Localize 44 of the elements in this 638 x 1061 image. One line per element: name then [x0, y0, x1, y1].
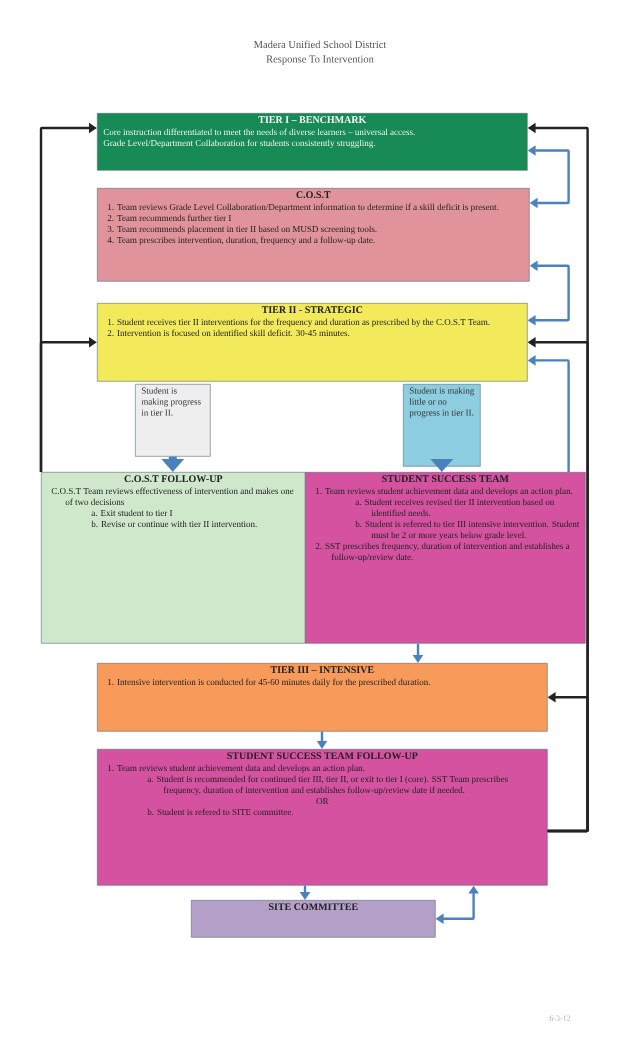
list-item: 1. Team reviews Grade Level Collaboration/Department information to determine if a skill deficit is present. [108, 203, 499, 212]
box-heading: TIER III – INTENSIVE [270, 666, 374, 674]
list-item: 1. Team reviews student achievement data and develops an action plan. [316, 487, 573, 496]
callout-box [403, 384, 481, 467]
body-text: OR [316, 797, 329, 805]
tier-box [97, 663, 548, 732]
tier-box [97, 303, 528, 382]
box-heading: STUDENT SUCCESS TEAM FOLLOW-UP [227, 752, 418, 760]
list-item: 1. Student receives tier II interventions for the frequency and duration as prescribed by the C.O.S.T Team. [108, 318, 490, 327]
body-text: Student is making progress in tier II. [141, 387, 201, 416]
list-item: 2. SST prescribes frequency, duration of intervention and establishes a follow-up/review date. [315, 542, 570, 562]
committee-box [191, 900, 436, 938]
list-item: 1. Intensive intervention is conducted for 45-60 minutes daily for the prescribed duration. [108, 678, 430, 687]
list-item: 2. Intervention is focused on identified skill deficit. 30-45 minutes. [107, 329, 350, 337]
list-item: a. Exit student to tier I [91, 509, 173, 517]
arrow [547, 692, 589, 833]
team-box [97, 188, 530, 282]
body-text: Grade Level/Department Collaboration for students consistently struggling. [103, 139, 375, 148]
body-text: Core instruction differentiated to meet the needs of diverse learners – universal access. [103, 128, 415, 136]
list-item: 3. Team recommends placement in tier II based on MUSD screening tools. [107, 225, 377, 234]
list-item: b. Student is refered to SITE committee. [147, 808, 293, 816]
box-heading: TIER I – BENCHMARK [258, 116, 367, 123]
list-item: 1. Team reviews student achievement data and develops an action plan. [108, 764, 365, 773]
list-item: 4. Team prescribes intervention, duration, frequency and a follow-up date. [107, 236, 375, 245]
title: Madera Unified School District [253, 40, 387, 49]
box-heading: STUDENT SUCCESS TEAM [382, 475, 509, 482]
team-box [305, 472, 586, 644]
list-item: b. Revise or continue with tier II intervention. [91, 520, 257, 528]
list-item: a. Student receives revised tier II intervention based on identified needs. [355, 498, 555, 517]
box-heading: TIER II - STRATEGIC [261, 306, 363, 313]
arrow [39, 337, 97, 472]
subtitle: Response To Intervention [266, 55, 374, 65]
list-item: 2. Team recommends further tier I [107, 214, 232, 222]
follow-up-box [41, 472, 306, 644]
date-label: 6-3-12 [549, 1015, 571, 1021]
list-item: a. Student is recommended for continued tier III, tier II, or exit to tier I (core). SST Team prescribes frequency, duration of intervention and establishes follow-up/review date if needed. [147, 775, 508, 795]
list-item: b. Student is referred to tier III intensive intervention. Student must be 2 or more years below grade level. [355, 520, 580, 540]
box-heading: C.O.S.T [296, 191, 331, 199]
body-text: Student is making little or no progress in tier II. [409, 387, 475, 418]
tier-box [97, 113, 528, 171]
box-heading: SITE COMMITTEE [268, 903, 358, 911]
callout-box [135, 384, 211, 457]
follow-up-box [97, 749, 548, 886]
box-heading: C.O.S.T FOLLOW-UP [124, 475, 223, 483]
